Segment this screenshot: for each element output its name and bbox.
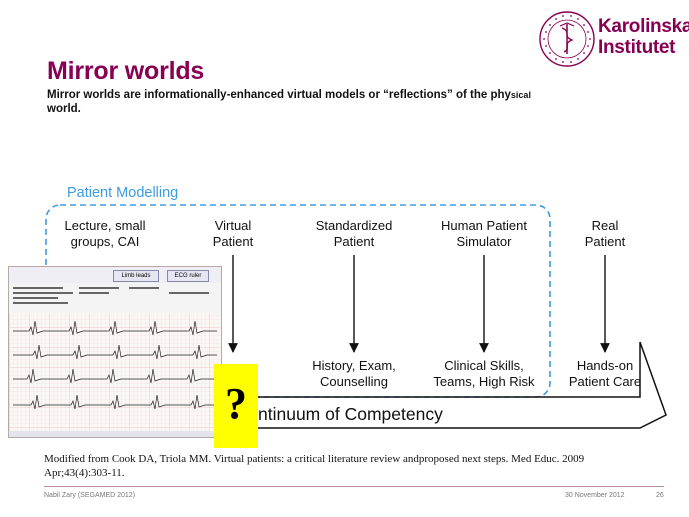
continuum-label: ntinuum of Competency xyxy=(258,404,443,424)
stage-standardized-line1: Standardized xyxy=(315,218,393,233)
stage-simulator-line2: Simulator xyxy=(456,234,512,249)
logo-line2: Institutet xyxy=(598,37,676,58)
stage-simulator-line1: Human Patient xyxy=(441,218,527,233)
stage-human-simulator: Human Patient Simulator xyxy=(424,218,544,250)
competency-diagram: Patient Modelling Lecture, small groups,… xyxy=(0,180,689,440)
question-mark: ? xyxy=(225,379,247,428)
subtitle-small: sical xyxy=(510,90,531,100)
karolinska-logo: Karolinska Institutet xyxy=(538,10,689,72)
stage-standardized-line2: Patient xyxy=(333,234,375,249)
footer-divider xyxy=(44,486,664,487)
stage-lecture-line2: groups, CAI xyxy=(70,234,140,249)
slide-subtitle: Mirror worlds are informationally-enhanc… xyxy=(47,88,657,116)
stage-lecture-line1: Lecture, small xyxy=(64,218,146,233)
stage-virtual-line2: Patient xyxy=(212,234,254,249)
outcome-handson-line2: Patient Care xyxy=(568,374,642,389)
outcome-clinical: Clinical Skills, Teams, High Risk xyxy=(420,358,548,390)
logo-wordmark: Karolinska Institutet xyxy=(598,16,689,58)
seal-icon xyxy=(539,11,595,67)
logo-line1: Karolinska xyxy=(598,16,689,37)
outcome-history-line2: Counselling xyxy=(320,374,388,389)
stage-real-line2: Patient xyxy=(584,234,626,249)
outcome-clinical-line1: Clinical Skills, xyxy=(444,358,524,373)
reference-citation: Modified from Cook DA, Triola MM. Virtua… xyxy=(44,453,585,479)
stage-standardized-patient: Standardized Patient xyxy=(299,218,409,250)
subtitle-line2: world. xyxy=(47,103,81,115)
footer-page-number: 26 xyxy=(656,492,664,499)
stage-lecture: Lecture, small groups, CAI xyxy=(50,218,160,250)
outcome-history: History, Exam, Counselling xyxy=(297,358,411,390)
outcome-clinical-line2: Teams, High Risk xyxy=(433,374,535,389)
slide-title: Mirror worlds xyxy=(47,57,205,85)
stage-real-patient: Real Patient xyxy=(565,218,645,250)
ecg-trace-image xyxy=(9,267,221,437)
outcome-handson: Hands-on Patient Care xyxy=(557,358,653,390)
stage-virtual-patient: Virtual Patient xyxy=(183,218,283,250)
subtitle-main: Mirror worlds are informationally-enhanc… xyxy=(47,89,511,101)
stage-virtual-line1: Virtual xyxy=(214,218,252,233)
outcome-history-line1: History, Exam, xyxy=(312,358,396,373)
question-box: ? xyxy=(214,364,258,448)
footer-date: 30 November 2012 xyxy=(565,492,625,499)
ecg-screenshot: Limb leads ECG ruler xyxy=(8,266,222,438)
patient-modelling-label: Patient Modelling xyxy=(67,185,179,201)
ecg-ruler-button[interactable]: ECG ruler xyxy=(167,270,209,282)
continuum-arrow xyxy=(250,341,667,429)
footer-author: Nabil Zary (SEGAMED 2012) xyxy=(44,492,136,499)
outcome-handson-line1: Hands-on xyxy=(576,358,634,373)
limb-leads-button[interactable]: Limb leads xyxy=(113,270,159,282)
stage-real-line1: Real xyxy=(591,218,619,233)
